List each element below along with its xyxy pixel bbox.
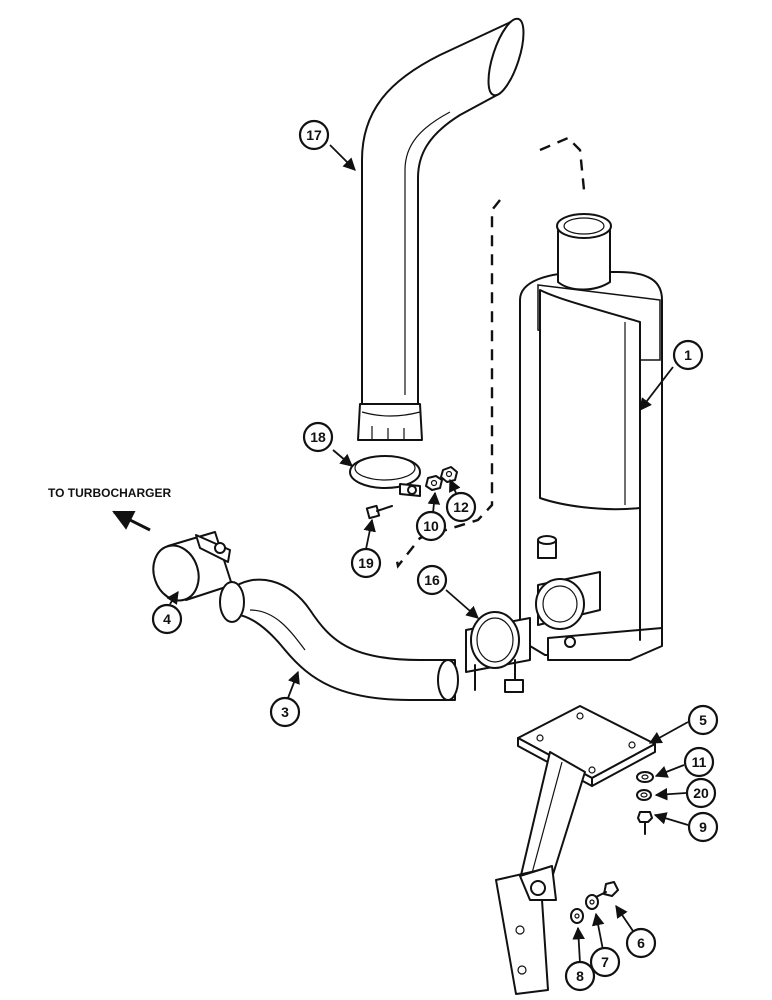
mounting-bracket <box>495 705 656 995</box>
callout-6-label: 6 <box>637 935 645 951</box>
callout-1: 1 <box>672 339 704 371</box>
nut-8 <box>570 908 584 924</box>
callout-16: 16 <box>416 564 448 596</box>
callout-12-label: 12 <box>453 499 469 515</box>
callout-12: 12 <box>445 491 477 523</box>
band-clamp <box>349 455 421 497</box>
callout-10: 10 <box>415 510 447 542</box>
callout-6: 6 <box>625 927 657 959</box>
callout-8: 8 <box>564 960 596 992</box>
callout-17: 17 <box>298 119 330 151</box>
callout-7-label: 7 <box>601 954 609 970</box>
u-bolt-clamp <box>465 611 531 693</box>
callout-17-label: 17 <box>306 127 322 143</box>
callout-3-label: 3 <box>281 704 289 720</box>
callout-1-label: 1 <box>684 347 692 363</box>
callout-8-label: 8 <box>576 968 584 984</box>
callout-9-label: 9 <box>699 819 707 835</box>
callout-9: 9 <box>687 811 719 843</box>
pipe-clamp-coupling <box>152 531 233 602</box>
callout-7: 7 <box>589 946 621 978</box>
bolt-9 <box>637 811 653 835</box>
callout-4-label: 4 <box>163 611 171 627</box>
callout-19: 19 <box>350 547 382 579</box>
nut-11 <box>636 771 654 783</box>
exhaust-elbow-pipe <box>219 578 459 701</box>
callout-19-label: 19 <box>358 555 374 571</box>
callout-4: 4 <box>151 603 183 635</box>
assembly-line-muffler <box>394 199 501 569</box>
callout-20: 20 <box>685 777 717 809</box>
bolt-6 <box>593 881 619 899</box>
callout-10-label: 10 <box>423 518 439 534</box>
callout-18-label: 18 <box>310 429 326 445</box>
bolt-19 <box>365 504 393 520</box>
callout-18: 18 <box>302 421 334 453</box>
callout-3: 3 <box>269 696 301 728</box>
washer-7 <box>585 894 599 910</box>
to-turbocharger-label: TO TURBOCHARGER <box>48 486 171 500</box>
callout-5: 5 <box>687 704 719 736</box>
callout-20-label: 20 <box>693 785 709 801</box>
assembly-line-stack <box>539 136 586 191</box>
turbocharger-arrow <box>112 510 151 532</box>
leader-lines <box>166 144 689 964</box>
callout-11-label: 11 <box>692 754 707 770</box>
callout-5-label: 5 <box>699 712 707 728</box>
callout-11: 11 <box>683 746 715 778</box>
washer-12 <box>440 466 458 483</box>
exhaust-stack-pipe <box>357 17 525 441</box>
callout-16-label: 16 <box>424 572 440 588</box>
washer-20 <box>636 789 652 801</box>
nut-10 <box>425 475 443 491</box>
muffler <box>519 213 663 661</box>
